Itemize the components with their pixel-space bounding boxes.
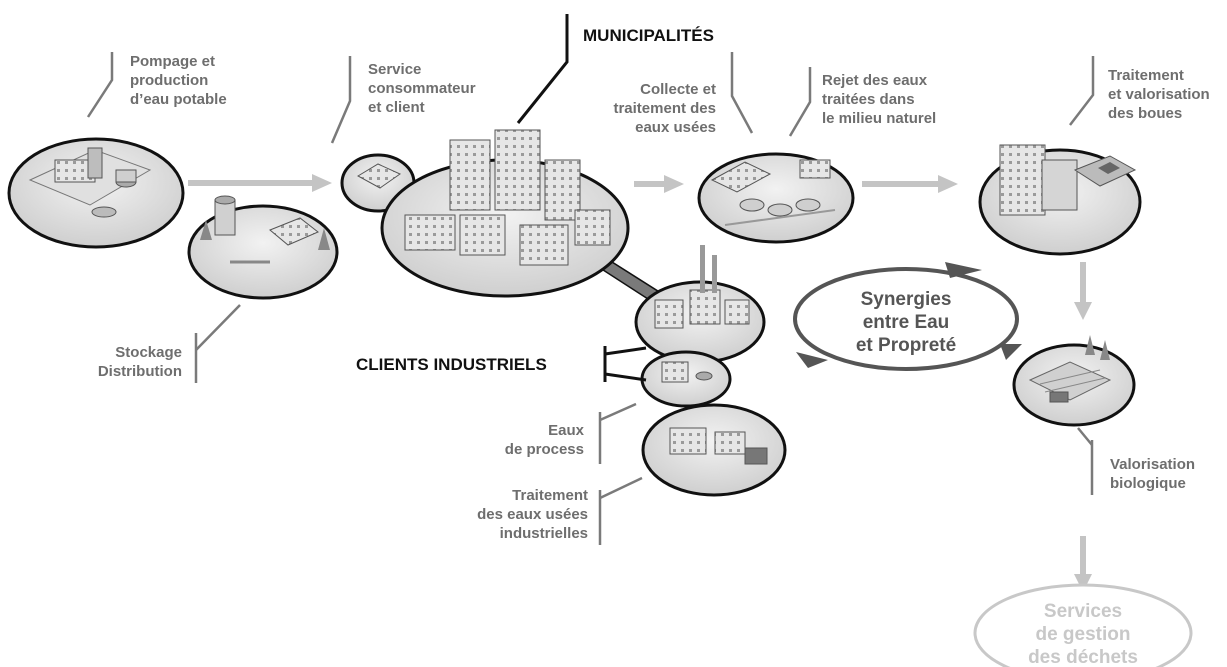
cycle-arrow-right bbox=[1000, 344, 1022, 360]
disc-industriel-principal bbox=[634, 245, 766, 364]
disc-municipalites bbox=[380, 129, 630, 298]
leader-pompage bbox=[86, 52, 114, 118]
disc-eaux-industrielles bbox=[641, 403, 787, 497]
arrow-boues-to-valorisation bbox=[1074, 262, 1092, 320]
disc-collecte-rejet bbox=[697, 152, 855, 244]
label-boues: Traitement et valorisation des boues bbox=[1108, 67, 1210, 122]
header-clients-industriels: CLIENTS INDUSTRIELS bbox=[356, 355, 547, 374]
header-lines bbox=[516, 14, 647, 382]
disc-valorisation-bio bbox=[1012, 335, 1136, 427]
services-ellipse bbox=[973, 583, 1193, 667]
disc-pompage bbox=[7, 137, 185, 249]
arrow-city-to-collecte bbox=[634, 175, 684, 193]
leader-service bbox=[330, 56, 352, 144]
flow-arrows bbox=[188, 174, 1092, 592]
services-text: Services de gestion des déchets bbox=[1028, 601, 1138, 667]
label-pompage: Pompage et production d’eau potable bbox=[130, 53, 227, 108]
label-service-client: Service consommateur et client bbox=[368, 61, 476, 116]
leader-lines bbox=[86, 52, 1095, 545]
synergies-cycle bbox=[793, 262, 1022, 371]
disc-boues bbox=[978, 144, 1142, 256]
label-eaux-industrielles: Traitement des eaux usées industrielles bbox=[477, 487, 588, 542]
label-collecte: Collecte et traitement des eaux usées bbox=[613, 81, 716, 136]
arrow-collecte-to-boues bbox=[862, 175, 958, 193]
leader-rejet bbox=[788, 67, 812, 137]
label-rejet: Rejet des eaux traitées dans le milieu n… bbox=[822, 72, 937, 127]
cycle-arrow-top bbox=[945, 262, 982, 278]
label-eaux-process: Eaux de process bbox=[504, 422, 584, 458]
synergies-text: Synergies entre Eau et Propreté bbox=[855, 289, 957, 356]
arrow-pompage-to-service bbox=[188, 174, 332, 192]
disc-eaux-process bbox=[640, 350, 732, 408]
cycle-arrow-left bbox=[796, 352, 828, 368]
header-municipalites: MUNICIPALITÉS bbox=[583, 26, 714, 45]
arrow-valorisation-to-services bbox=[1074, 536, 1092, 592]
leader-boues bbox=[1069, 56, 1095, 126]
leader-collecte bbox=[730, 52, 754, 134]
label-valorisation-bio: Valorisation biologique bbox=[1110, 456, 1196, 492]
label-stockage: Stockage Distribution bbox=[97, 344, 182, 380]
disc-stockage bbox=[187, 195, 339, 300]
leader-municipalites bbox=[516, 14, 569, 124]
